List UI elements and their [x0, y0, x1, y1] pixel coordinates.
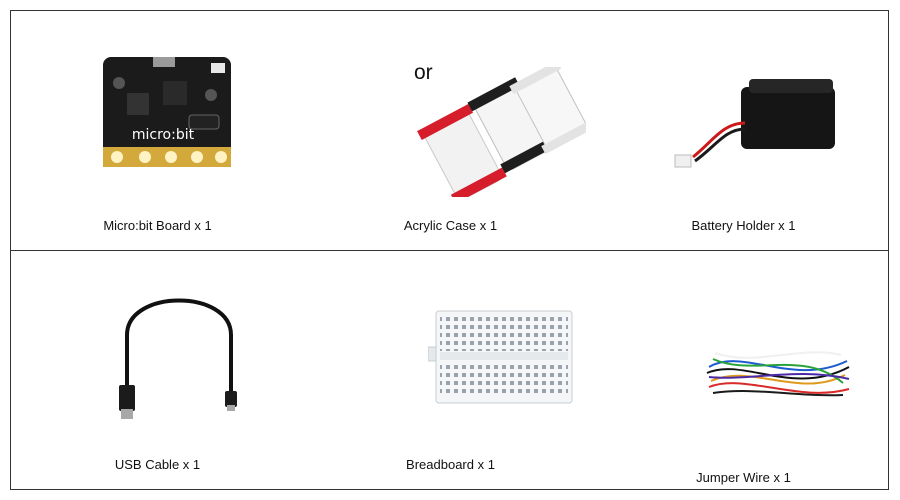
battery-holder-icon [674, 79, 835, 168]
item-label-battery-holder: Battery Holder x 1 [691, 218, 796, 233]
item-breadboard: Breadboard x 1 [304, 251, 597, 490]
item-jumper-wire: Jumper Wire x 1 [597, 251, 890, 490]
item-acrylic-case: or Acrylic Case x 1 [304, 11, 597, 250]
microbit-board-icon: micro:bit [103, 57, 231, 167]
acrylic-case-icon [417, 67, 586, 197]
item-label-jumper-wire: Jumper Wire x 1 [696, 470, 791, 485]
breadboard-icon [428, 310, 573, 404]
jumper-wire-icon [706, 351, 850, 397]
item-label-microbit: Micro:bit Board x 1 [103, 218, 212, 233]
item-microbit: micro:bit Micro:bit Board x 1 [11, 11, 304, 250]
svg-text:micro:bit: micro:bit [132, 127, 195, 143]
usb-cable-icon [119, 298, 237, 419]
or-text: or [414, 61, 433, 84]
item-label-usb-cable: USB Cable x 1 [114, 457, 201, 472]
parts-list-sheet: micro:bit Micro:bit Board x 1 or [10, 10, 889, 490]
item-label-acrylic-case: Acrylic Case x 1 [403, 218, 498, 233]
item-label-breadboard: Breadboard x 1 [406, 457, 495, 472]
item-usb-cable: USB Cable x 1 [11, 251, 304, 490]
row-divider [11, 250, 888, 251]
item-battery-holder: Battery Holder x 1 [597, 11, 890, 250]
